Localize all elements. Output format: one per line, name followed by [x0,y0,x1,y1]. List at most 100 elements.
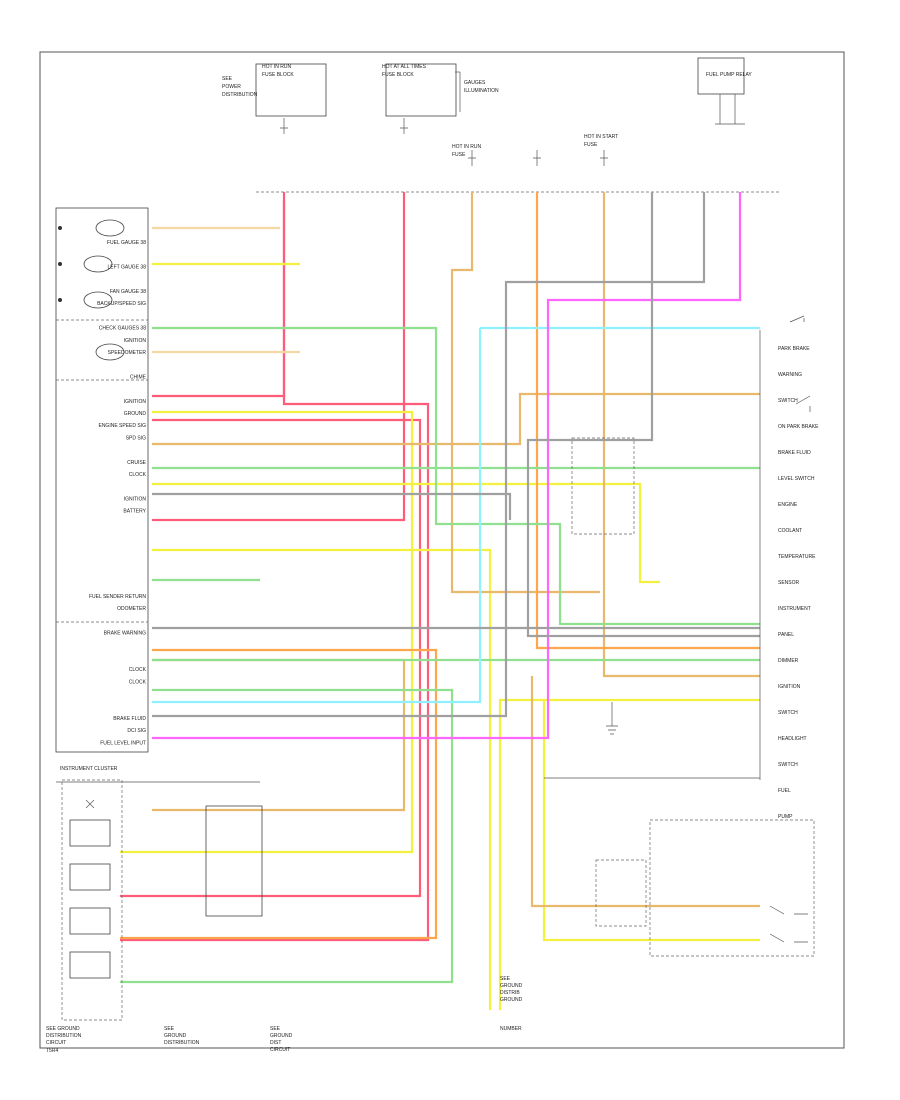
fuse-symbol [280,118,288,134]
left-pin-label: CHECK GAUGES 38 [99,326,146,332]
right-component-label: WARNING [778,372,802,378]
gauge-icon [95,219,125,237]
gauge-icon [95,343,125,361]
wire-tan [530,676,760,908]
wire-orange [535,192,760,650]
right-components [544,315,815,957]
wire-yellow [152,548,492,1010]
lamp-icon [85,799,95,809]
right-component-label: PANEL [778,632,794,638]
diagram-code-label: T5R4 [46,1048,58,1054]
right-component-label: HEADLIGHT [778,736,807,742]
left-pin-label: CLOCK [129,667,147,673]
headlight-switch-box [649,819,815,957]
top-label: HOT AT ALL TIMES [382,64,427,70]
right-component-label: SENSOR [778,580,800,586]
bottom-label: DISTRIBUTION [164,1040,200,1046]
left-pin-label: CRUISE [127,460,147,466]
cluster-internal-box [61,779,123,1021]
left-pin-label: CLOCK [129,679,147,685]
top-label: HOT IN RUN [452,144,481,150]
cluster-connector-box [55,207,149,753]
bottom-label: SEE [164,1026,175,1032]
top-label: GAUGES [464,80,486,86]
wire-gray [152,492,512,520]
right-component-label: COOLANT [778,528,802,534]
gauge-icon [83,255,113,273]
top-text: HOT IN RUN HOT AT ALL TIMES HOT IN RUN H… [222,64,752,158]
wire-yellow [120,410,414,854]
left-pin-label: SPEEDOMETER [108,350,147,356]
left-pin-label: FAN GAUGE 38 [110,289,146,295]
ground-dot [58,262,62,266]
top-label: FUSE BLOCK [382,72,414,78]
wire-green [152,326,760,626]
ground-dot [58,226,62,230]
ground-symbol [606,702,618,735]
bottom-label: CIRCUIT [46,1040,66,1046]
top-label: DISTRIBUTION [222,92,258,98]
right-component-label: BRAKE FLUID [778,450,811,456]
right-component-label: FUEL [778,788,791,794]
right-component-label: ENGINE [778,502,798,508]
gauge-icon [83,291,113,309]
left-pin-label: FUEL LEVEL INPUT [100,740,146,746]
wire-red [152,192,286,398]
indicator-box [69,951,111,979]
left-pin-label: BATTERY [123,509,146,515]
right-component-label: SWITCH [778,398,798,404]
left-pin-label: LEFT GAUGE 38 [107,265,146,271]
instrument-cluster-label: INSTRUMENT CLUSTER [60,766,118,772]
right-component-label: PUMP [778,814,793,820]
top-components [255,57,780,193]
module-box [571,437,635,535]
left-pin-label: IGNITION [124,399,147,405]
bottom-label: SEE [270,1026,281,1032]
bottom-label: DIST [270,1040,281,1046]
bottom-labels: SEE GROUNDDISTRIBUTIONCIRCUITSEEGROUNDDI… [46,976,523,1053]
wire-red [152,192,406,522]
relay-symbol [715,94,745,125]
bottom-label: CIRCUIT [270,1047,290,1053]
switch-symbol [769,933,808,943]
wire-layer [120,192,760,1010]
top-label: ILLUMINATION [464,88,499,94]
bottom-label: NUMBER [500,1026,522,1032]
wire-red [120,418,422,898]
right-component-label: TEMPERATURE [778,554,816,560]
fuse-block-left [255,63,327,117]
bottom-label: GROUND [500,983,523,989]
wire-yellow [542,700,760,942]
relay-label: FUEL PUMP RELAY [706,72,752,78]
module-box [595,859,647,927]
wire-yellow [152,482,660,584]
wire-yellow [498,698,760,1010]
bottom-label: SEE [500,976,511,982]
wire-tan [450,192,600,594]
left-pin-label: BRAKE WARNING [104,631,146,637]
fuse-symbol [468,150,476,166]
fuse-symbol [600,150,608,166]
left-pin-label: SPD SIG [126,435,146,441]
wire-tan [152,658,406,812]
switch-symbol [769,905,808,915]
top-label: HOT IN RUN [262,64,291,70]
left-pin-label: DCI SIG [127,728,146,734]
bottom-label: DISTRIBUTION [46,1033,82,1039]
left-pin-label: BRAKE FLUID [113,716,146,722]
fuse-symbol [533,150,541,166]
wire-gray [526,192,760,638]
right-component-label: DIMMER [778,658,799,664]
top-label: FUSE BLOCK [262,72,294,78]
fuel-pump-relay-box [697,57,745,95]
top-label: SEE [222,76,233,82]
left-pin-label: ODOMETER [117,606,146,612]
wire-orange [120,648,438,940]
wire-red [120,200,430,942]
right-component-label: LEVEL SWITCH [778,476,815,482]
wire-gray [152,192,706,718]
right-component-label: SWITCH [778,710,798,716]
cluster-internals [56,779,263,1021]
